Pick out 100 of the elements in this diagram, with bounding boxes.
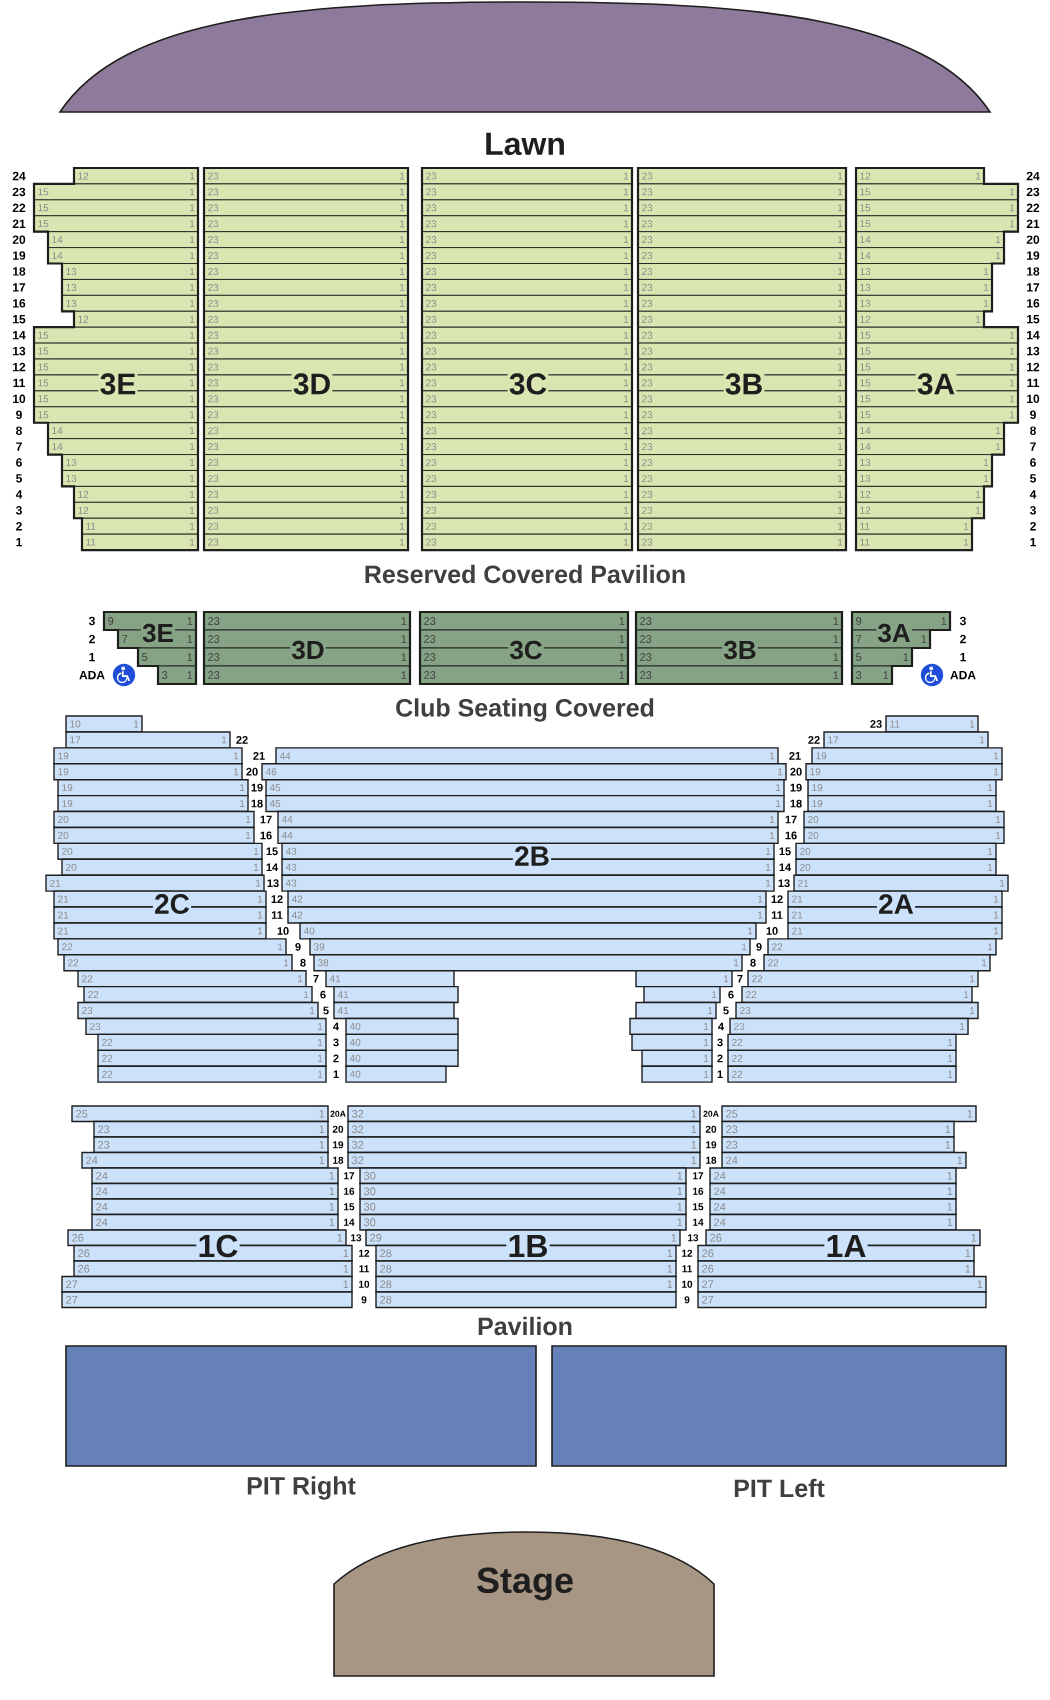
- seat-row: [347, 1136, 701, 1154]
- seat-row: [747, 970, 979, 988]
- section-label: 3C: [508, 639, 544, 661]
- seat-row: [93, 1136, 329, 1154]
- seat-row: [741, 985, 973, 1004]
- seat-row: [629, 1017, 713, 1036]
- seat-row: [275, 747, 779, 765]
- seating-section: [202, 610, 412, 686]
- seat-row: [767, 938, 997, 956]
- seat-row: [345, 1017, 459, 1036]
- seat-row: [71, 1105, 329, 1123]
- section-label: 1C: [196, 1233, 240, 1259]
- seat-row: [57, 778, 249, 797]
- seat-row: [333, 985, 459, 1004]
- area-heading: Pavilion: [478, 1316, 572, 1336]
- seat-row: [709, 1167, 957, 1185]
- seat-row: [57, 842, 263, 860]
- seat-row: [53, 763, 243, 781]
- seat-row: [81, 1151, 329, 1169]
- seat-row: [721, 1105, 977, 1123]
- node-label: PIT Left: [734, 1478, 825, 1498]
- seat-row: [643, 985, 721, 1004]
- seat-row: [721, 1120, 955, 1138]
- seat-row: [727, 1065, 957, 1083]
- seat-row: [53, 747, 243, 765]
- seat-row: [281, 874, 775, 892]
- seat-row: [803, 826, 1005, 845]
- seat-row: [299, 922, 757, 940]
- section-label: 1A: [824, 1233, 868, 1259]
- seat-row: [359, 1167, 687, 1185]
- seat-row: [309, 938, 751, 956]
- seat-row: [375, 1291, 677, 1309]
- seat-row: [93, 1120, 329, 1138]
- lawn-area: Lawn: [59, 1, 991, 156]
- seat-row: [63, 954, 293, 972]
- seating-section: [850, 610, 952, 686]
- seat-row: [65, 715, 143, 733]
- seat-row: [359, 1198, 687, 1216]
- seat-row: [763, 954, 991, 972]
- seat-row: [61, 1275, 353, 1293]
- area-heading: Reserved Covered Pavilion: [365, 564, 685, 584]
- seat-row: [805, 763, 1003, 781]
- seat-row: [697, 1275, 987, 1293]
- seat-row: [823, 731, 989, 749]
- seat-row: [721, 1136, 955, 1154]
- section-label: 3B: [722, 639, 758, 661]
- seat-row: [641, 1049, 713, 1067]
- seat-row: [787, 922, 1003, 940]
- seat-row: [57, 938, 287, 956]
- seat-row: [803, 810, 1005, 829]
- seat-row: [287, 906, 767, 924]
- seat-row: [359, 1182, 687, 1200]
- seat-row: [91, 1198, 339, 1216]
- pit-area: PIT Left: [551, 1345, 1007, 1498]
- seat-row: [641, 1065, 713, 1083]
- seating-section: [634, 610, 844, 686]
- seat-row: [709, 1198, 957, 1216]
- seat-row: [807, 794, 997, 813]
- seating-section: [636, 166, 848, 552]
- seat-row: [325, 970, 455, 988]
- seating-section: [102, 610, 198, 686]
- seat-row: [347, 1105, 701, 1123]
- seat-row: [727, 1049, 957, 1067]
- seat-row: [795, 858, 997, 876]
- seat-row: [91, 1182, 339, 1200]
- seat-row: [61, 1291, 353, 1309]
- seating-section: [420, 166, 634, 552]
- seat-row: [885, 715, 979, 733]
- seat-row: [97, 1033, 327, 1052]
- seat-row: [697, 1291, 987, 1309]
- seat-row: [77, 1001, 319, 1020]
- seat-row: [345, 1049, 459, 1067]
- seat-row: [795, 842, 997, 860]
- seat-row: [85, 1017, 327, 1036]
- seat-row: [721, 1151, 967, 1169]
- seat-row: [635, 1001, 717, 1020]
- node-label: Lawn: [486, 132, 564, 156]
- seat-row: [277, 810, 779, 829]
- section-label: 3D: [291, 372, 333, 396]
- seat-row: [727, 1033, 957, 1052]
- seat-row: [61, 858, 263, 876]
- seat-row: [77, 970, 307, 988]
- seat-row: [97, 1065, 327, 1083]
- area-heading: Club Seating Covered: [396, 698, 654, 722]
- seat-row: [265, 794, 785, 813]
- seat-row: [53, 810, 255, 829]
- seat-row: [53, 922, 267, 940]
- seating-section: [418, 610, 630, 686]
- section-label: 3E: [98, 372, 138, 396]
- seating-section: [854, 166, 1020, 552]
- node-label: PIT Right: [247, 1476, 356, 1500]
- seat-row: [735, 1001, 979, 1020]
- seat-row: [635, 970, 733, 988]
- seat-row: [97, 1049, 327, 1067]
- pit-area: PIT Right: [65, 1345, 537, 1500]
- seat-row: [83, 985, 313, 1004]
- section-label: 2B: [512, 845, 552, 867]
- seat-row: [375, 1275, 677, 1293]
- seat-row: [709, 1182, 957, 1200]
- section-label: 2A: [876, 893, 916, 915]
